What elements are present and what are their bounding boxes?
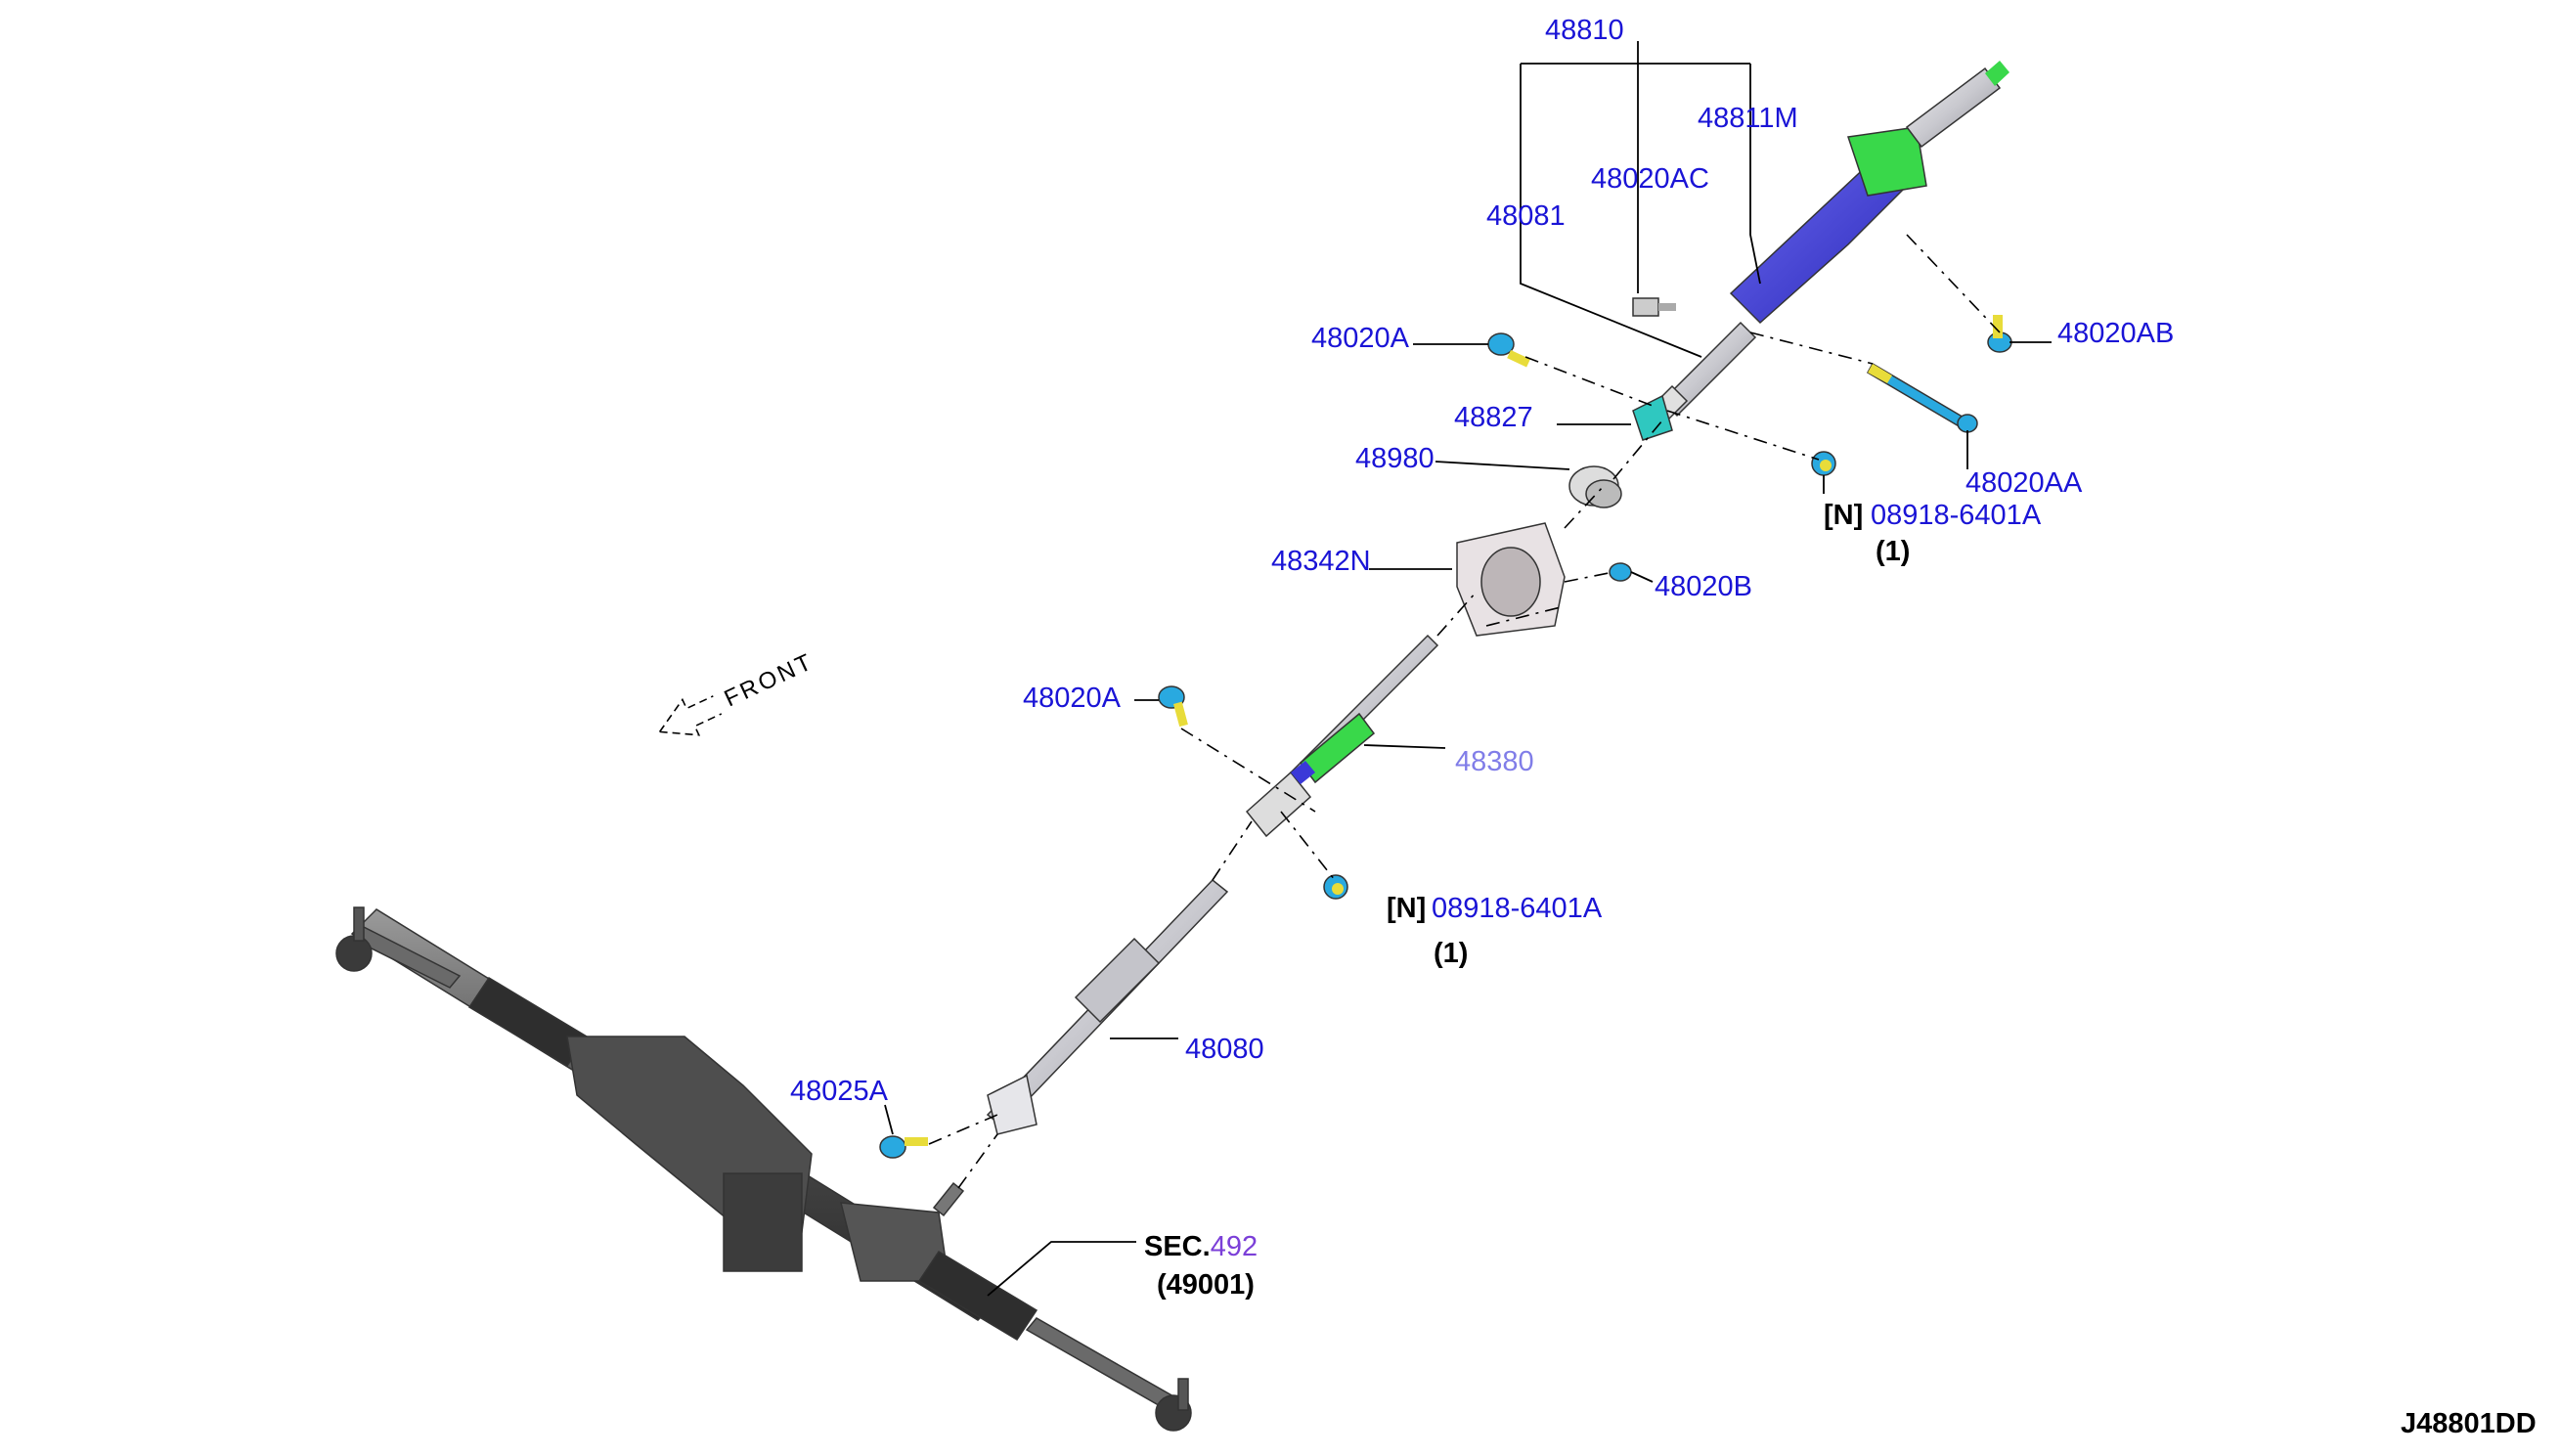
bolt-48020aa bbox=[1866, 362, 1978, 433]
label-n-mid: [N] bbox=[1387, 893, 1426, 924]
label-48020aa[interactable]: 48020AA bbox=[1965, 467, 2083, 499]
label-qty-top: (1) bbox=[1876, 536, 1910, 567]
spring-collar bbox=[1291, 761, 1315, 784]
label-48020ac[interactable]: 48020AC bbox=[1591, 163, 1709, 195]
clamp-48827 bbox=[1632, 394, 1673, 441]
label-08918-top[interactable]: 08918-6401A bbox=[1871, 500, 2042, 531]
label-48342n[interactable]: 48342N bbox=[1271, 546, 1371, 577]
diagram-code: J48801DD bbox=[2401, 1408, 2537, 1439]
left-tie-rod-stud bbox=[353, 906, 365, 942]
column-upper-tube bbox=[1905, 66, 2002, 149]
label-08918-mid[interactable]: 08918-6401A bbox=[1432, 893, 1603, 924]
label-48080[interactable]: 48080 bbox=[1185, 1034, 1264, 1065]
right-tie-rod-stud bbox=[1177, 1378, 1189, 1411]
label-48827[interactable]: 48827 bbox=[1454, 402, 1533, 433]
middle-joint bbox=[1245, 771, 1312, 838]
right-tie-rod bbox=[1025, 1317, 1175, 1409]
leader-lines bbox=[884, 41, 2052, 1297]
bolt-48025a bbox=[879, 1135, 928, 1159]
label-sec-prefix: SEC. bbox=[1144, 1231, 1211, 1262]
nut-08918-mid bbox=[1323, 874, 1348, 900]
label-section-ref[interactable]: SEC.492 bbox=[1144, 1231, 1258, 1262]
label-48025a[interactable]: 48025A bbox=[790, 1076, 889, 1107]
label-48081[interactable]: 48081 bbox=[1486, 200, 1566, 232]
assembly-centerlines bbox=[928, 234, 2001, 1189]
label-sec-number[interactable]: 492 bbox=[1211, 1231, 1258, 1262]
steering-rack-assembly bbox=[335, 906, 1192, 1432]
label-48020a-top[interactable]: 48020A bbox=[1311, 323, 1410, 354]
label-section-sub: (49001) bbox=[1157, 1269, 1255, 1301]
part-labels: 48810 48811M 48020AC 48081 48020AB 48020… bbox=[790, 15, 2537, 1439]
hole-cover-seal bbox=[1568, 465, 1622, 508]
nut-08918-top bbox=[1811, 451, 1836, 476]
column-bracket bbox=[1847, 126, 1927, 197]
bolts bbox=[879, 297, 2012, 1159]
shaft-spring-assembly bbox=[1289, 634, 1439, 784]
label-n-top: [N] bbox=[1824, 500, 1863, 531]
bracket-hole bbox=[1480, 547, 1541, 617]
seal-inner bbox=[1585, 479, 1622, 508]
label-48020ab[interactable]: 48020AB bbox=[2057, 318, 2174, 349]
label-48810[interactable]: 48810 bbox=[1545, 15, 1624, 46]
label-48020a-mid[interactable]: 48020A bbox=[1023, 683, 1122, 714]
front-label: FRONT bbox=[721, 648, 818, 713]
right-boot bbox=[917, 1250, 1038, 1342]
bolt-48020ac bbox=[1632, 297, 1676, 317]
label-48811m[interactable]: 48811M bbox=[1698, 103, 1798, 134]
bolt-48020b bbox=[1609, 562, 1632, 582]
lower-yoke-joint bbox=[987, 1074, 1038, 1135]
steering-column-assembly bbox=[1651, 61, 2009, 422]
label-qty-mid: (1) bbox=[1434, 938, 1468, 969]
pinion-input bbox=[932, 1181, 965, 1217]
bolt-48020a-top bbox=[1487, 332, 1530, 368]
label-48380[interactable]: 48380 bbox=[1455, 746, 1534, 777]
rack-motor-unit bbox=[723, 1172, 803, 1272]
bolt-48020a-mid bbox=[1158, 685, 1188, 728]
bolt-48020ab bbox=[1987, 315, 2012, 353]
label-48020b[interactable]: 48020B bbox=[1655, 571, 1752, 602]
dash-bracket bbox=[1456, 522, 1566, 637]
label-48980[interactable]: 48980 bbox=[1355, 443, 1435, 474]
lower-shaft-boot bbox=[1074, 937, 1161, 1024]
front-direction-arrow-icon: FRONT bbox=[658, 648, 818, 736]
column-spline-tip bbox=[1985, 61, 2009, 86]
lower-intermediate-shaft bbox=[986, 771, 1312, 1135]
